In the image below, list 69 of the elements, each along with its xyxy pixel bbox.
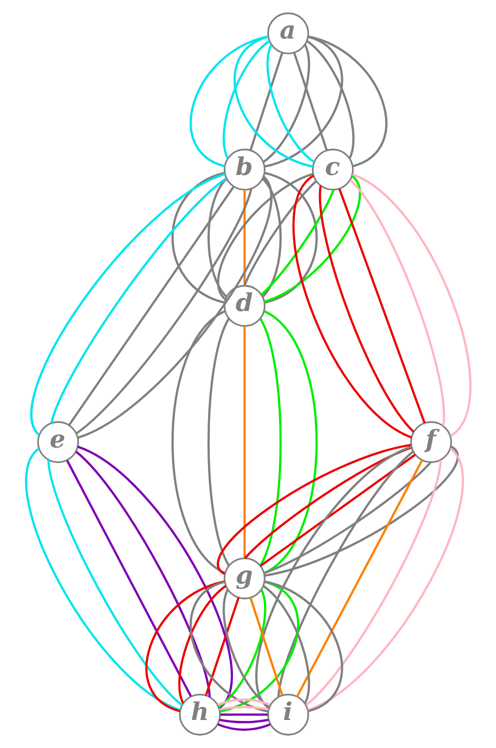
connector bbox=[243, 326, 246, 558]
connector bbox=[77, 176, 272, 439]
connector bbox=[260, 190, 335, 296]
connector bbox=[260, 454, 416, 567]
connector bbox=[262, 178, 282, 298]
connector bbox=[243, 190, 246, 286]
connector bbox=[338, 188, 426, 424]
connector bbox=[264, 580, 343, 712]
connector bbox=[234, 36, 314, 168]
connector bbox=[30, 173, 226, 436]
connector bbox=[178, 585, 227, 704]
connector bbox=[207, 318, 230, 566]
connector bbox=[220, 580, 299, 713]
connector bbox=[306, 40, 354, 159]
connector bbox=[190, 35, 269, 168]
connector bbox=[296, 460, 424, 698]
node-circle: i bbox=[267, 694, 310, 736]
connector bbox=[352, 173, 472, 437]
node-circle: b bbox=[224, 148, 266, 191]
connector bbox=[350, 179, 445, 426]
connector bbox=[217, 723, 270, 731]
connector bbox=[219, 718, 269, 724]
connector bbox=[262, 585, 310, 704]
node-circle: c bbox=[312, 148, 354, 191]
connector bbox=[264, 36, 343, 168]
connector bbox=[307, 448, 464, 712]
connector bbox=[204, 597, 240, 696]
connector bbox=[264, 175, 361, 303]
connector bbox=[308, 35, 388, 168]
connector bbox=[306, 460, 442, 706]
connector bbox=[244, 446, 412, 559]
connector bbox=[207, 178, 228, 298]
node-circle: g bbox=[224, 557, 266, 600]
node-circle: a bbox=[267, 12, 310, 54]
connector bbox=[68, 186, 234, 426]
node-circle: d bbox=[224, 284, 266, 327]
connector bbox=[25, 448, 181, 712]
node-circle: f bbox=[410, 421, 452, 464]
node-circle: e bbox=[37, 421, 80, 464]
connector bbox=[76, 188, 252, 434]
connector bbox=[219, 706, 269, 711]
connector bbox=[250, 598, 284, 696]
connector bbox=[244, 180, 317, 286]
connector bbox=[277, 450, 414, 697]
connector bbox=[217, 698, 270, 706]
connector bbox=[318, 186, 414, 433]
node-circle: h bbox=[178, 694, 221, 736]
connector bbox=[66, 460, 192, 697]
connector bbox=[264, 462, 432, 574]
connector bbox=[172, 172, 225, 304]
connector bbox=[293, 52, 328, 151]
connector bbox=[47, 460, 183, 706]
connector bbox=[292, 174, 412, 438]
connector bbox=[50, 178, 227, 424]
connector bbox=[264, 172, 318, 304]
connector bbox=[250, 52, 284, 150]
connector bbox=[259, 318, 282, 566]
connector bbox=[77, 446, 233, 709]
connector bbox=[255, 446, 412, 709]
connector bbox=[217, 444, 412, 575]
connector bbox=[264, 446, 458, 577]
connector bbox=[264, 310, 318, 574]
connector bbox=[220, 714, 268, 716]
connector bbox=[190, 580, 269, 713]
connector bbox=[146, 580, 225, 712]
connector bbox=[75, 450, 211, 698]
connector bbox=[172, 310, 226, 574]
connector bbox=[222, 40, 270, 159]
connector bbox=[217, 172, 314, 300]
